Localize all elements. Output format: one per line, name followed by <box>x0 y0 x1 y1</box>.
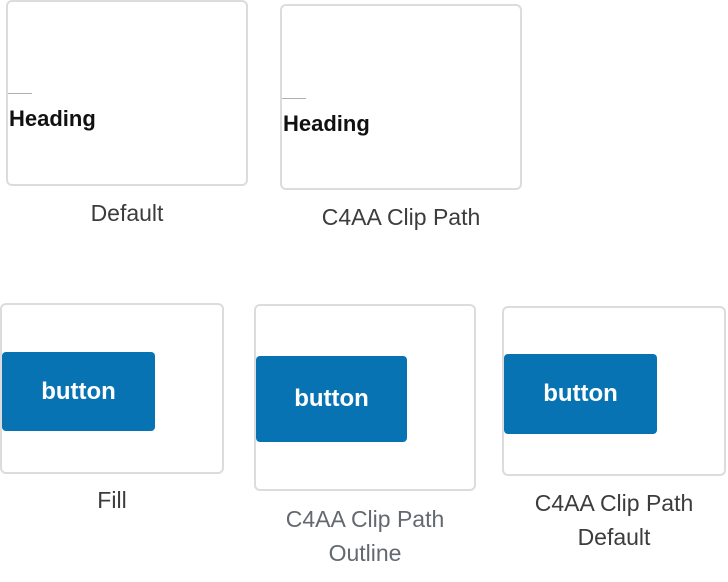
button-style-fill[interactable]: button Fill <box>0 303 224 523</box>
button-sample: button <box>2 352 155 431</box>
style-preview: button <box>254 304 476 491</box>
button-style-c4aa-clip-path-outline[interactable]: button C4AA Clip Path Outline <box>254 304 476 574</box>
style-label: C4AA Clip Path Outline <box>285 506 445 566</box>
style-preview: Heading <box>280 4 522 190</box>
style-label: C4AA Clip Path Default <box>534 490 694 550</box>
heading-divider <box>282 98 306 99</box>
style-preview: Heading <box>6 0 248 186</box>
style-preview: button <box>0 303 224 474</box>
style-label: Fill <box>97 487 127 513</box>
heading-sample: Heading <box>9 106 96 131</box>
style-label: C4AA Clip Path <box>321 204 481 230</box>
heading-style-default[interactable]: Heading Default <box>6 0 248 232</box>
heading-sample: Heading <box>283 111 370 136</box>
heading-style-c4aa-clip-path[interactable]: Heading C4AA Clip Path <box>280 4 522 236</box>
style-label: Default <box>90 200 164 226</box>
button-sample: button <box>504 354 657 434</box>
button-sample: button <box>256 356 407 442</box>
heading-divider <box>8 93 32 94</box>
button-style-c4aa-clip-path-default[interactable]: button C4AA Clip Path Default <box>502 306 726 554</box>
style-preview: button <box>502 306 726 476</box>
